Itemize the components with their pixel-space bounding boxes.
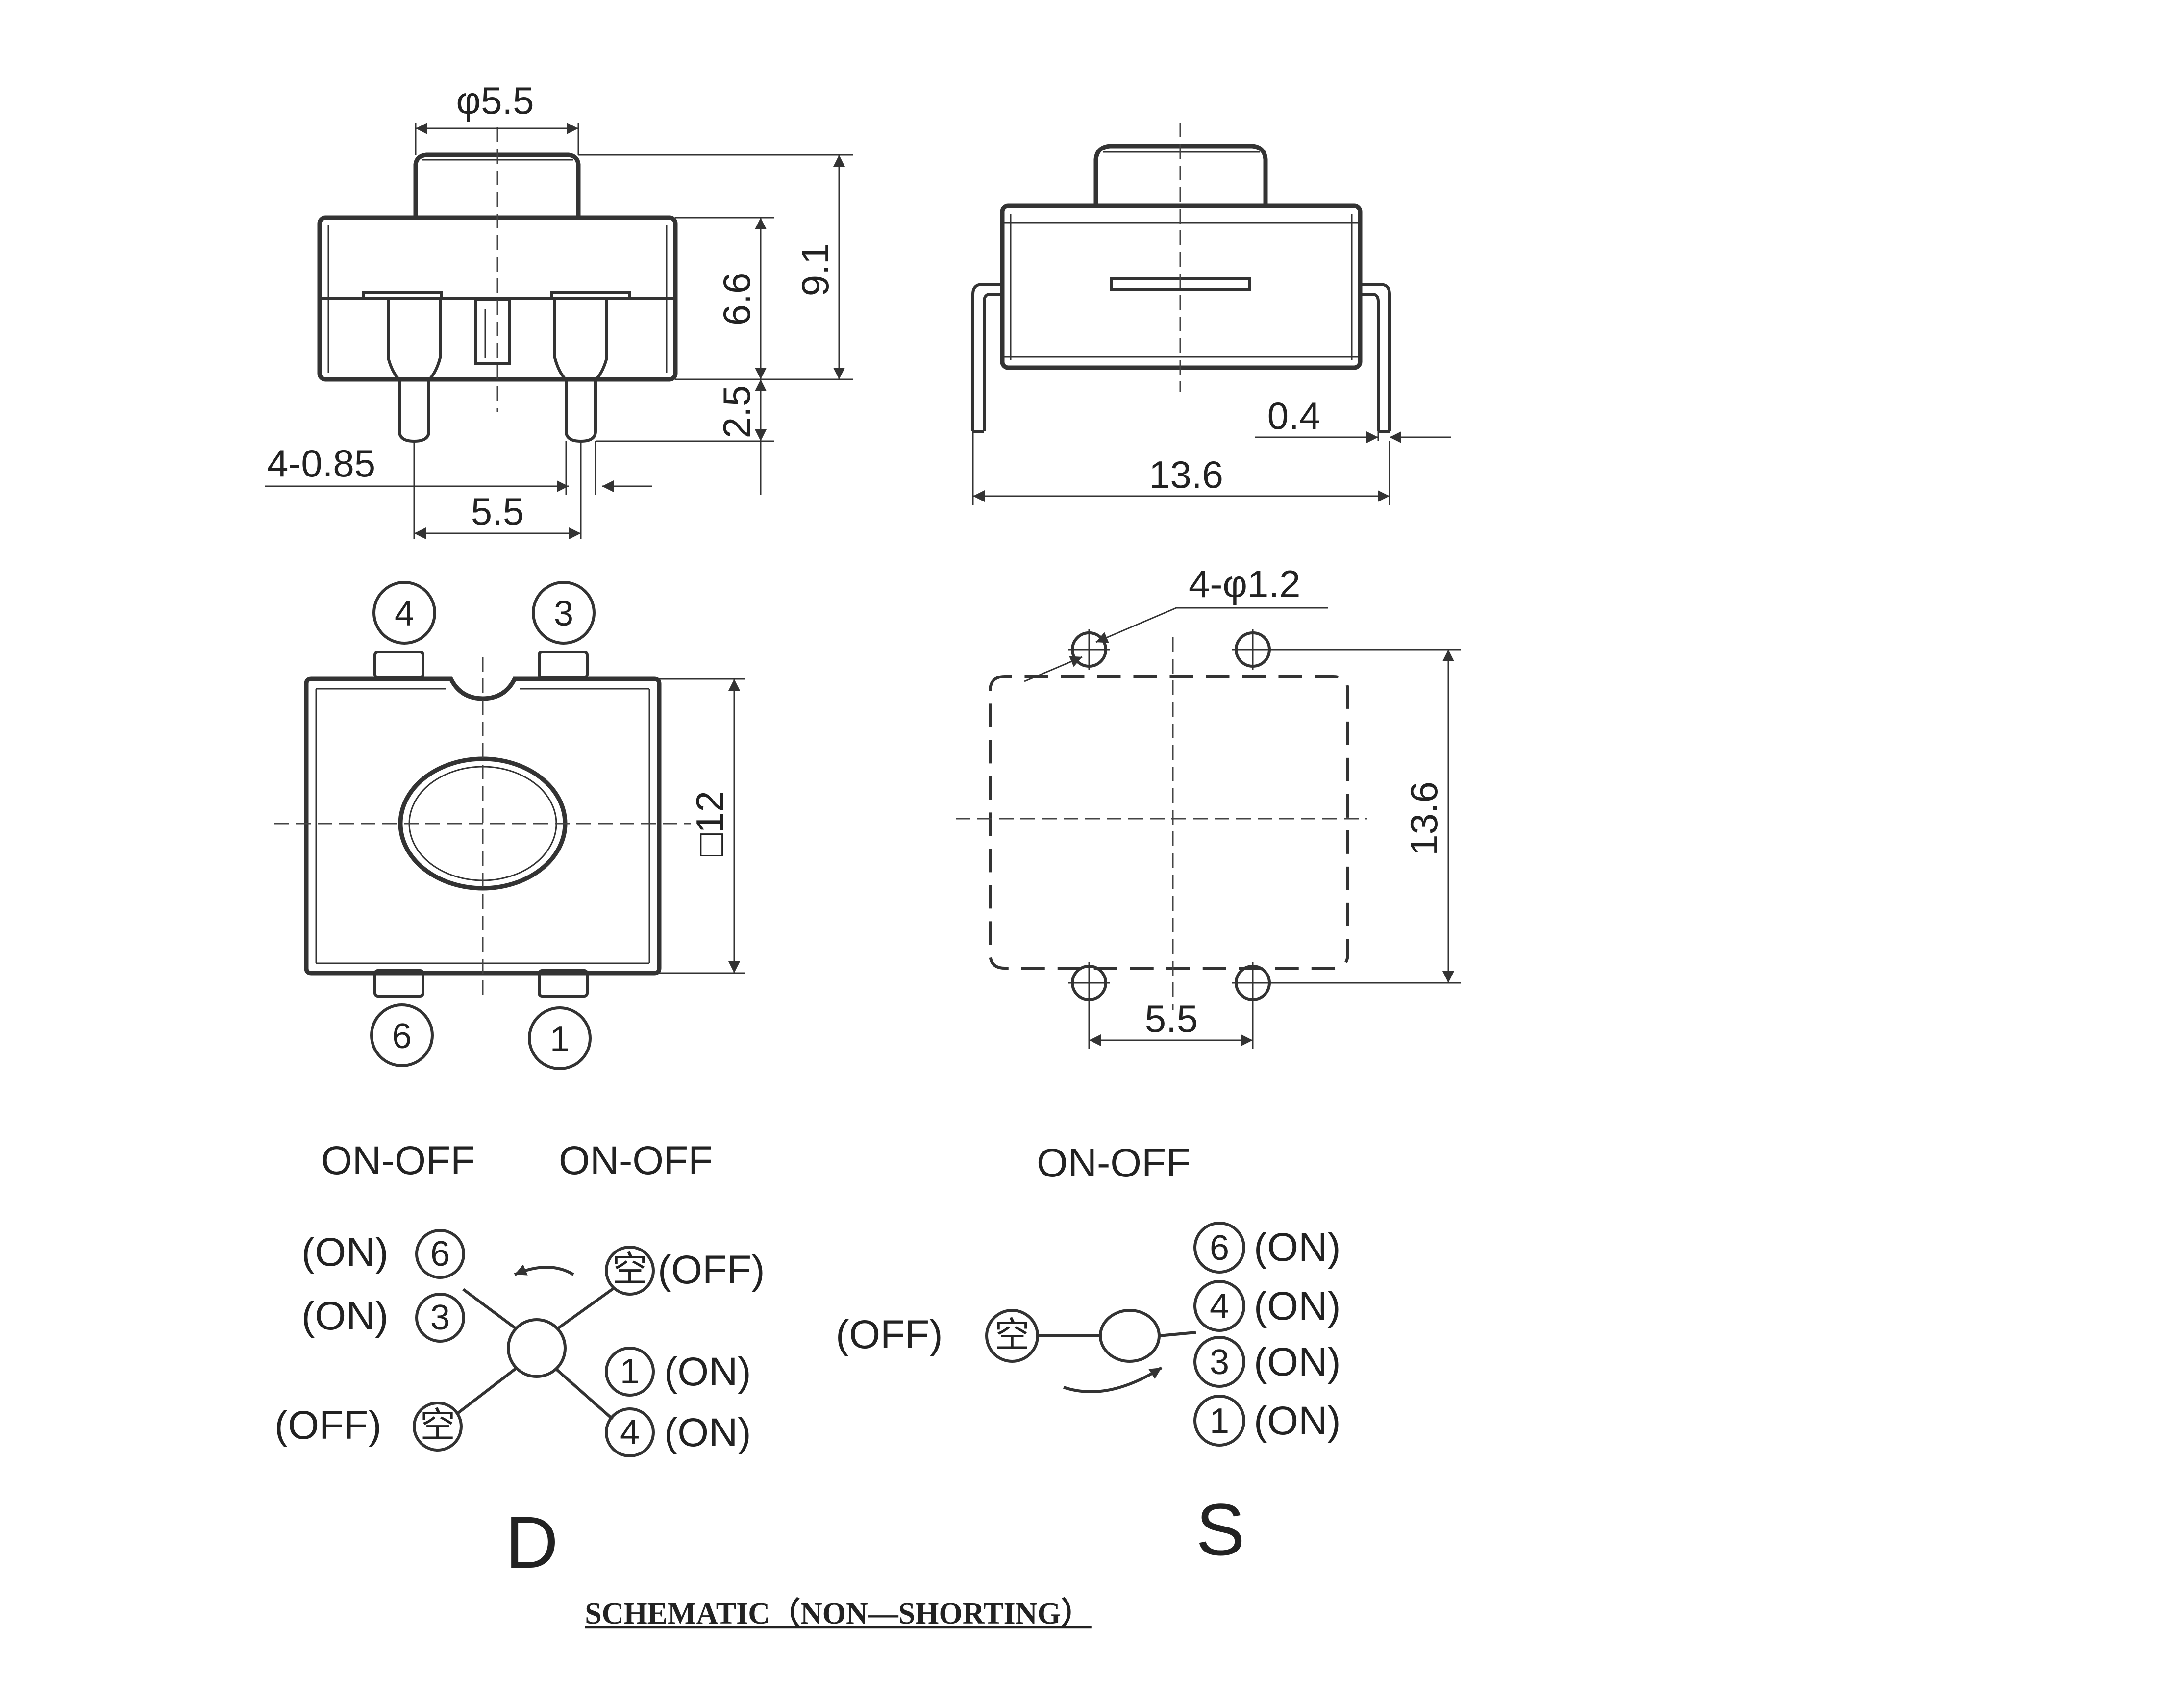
top-tab-3 (538, 651, 589, 679)
schematic-s: (OFF) 空 6 (ON) 4 (ON) 3 (ON) 1 (ON) (836, 1222, 1341, 1447)
svg-text:(OFF): (OFF) (274, 1403, 382, 1448)
footprint-view: 4-φ1.2 13.6 5.5 (956, 562, 1461, 1049)
dim-body-square: □12 (688, 791, 731, 856)
schematic-d-rotor (507, 1318, 567, 1378)
top-tab-1 (538, 969, 589, 998)
front-view: φ5.5 9.1 6.6 2.5 4-0.85 5.5 (265, 79, 853, 539)
pin-label-1: 1 (528, 1006, 592, 1070)
footprint-hole (1232, 962, 1273, 1003)
schematic-d-pin-3: 3 (430, 1298, 450, 1337)
dim-lead-thickness: 0.4 (1267, 394, 1320, 437)
schematic-d-pin-1: 1 (620, 1352, 640, 1391)
svg-text:(ON): (ON) (1254, 1340, 1341, 1384)
dim-pin-length: 2.5 (715, 385, 758, 438)
schematic-d-empty-tr: 空 (612, 1250, 647, 1289)
dim-body-height: 6.6 (715, 273, 758, 325)
schematic-title: SCHEMATIC（NON—SHORTING） (585, 1596, 1092, 1630)
schematic-d: (ON) 6 (ON) 3 (OFF) 空 空 (OFF) 1 (ON) 4 (… (274, 1229, 765, 1457)
front-center-tab (474, 299, 511, 365)
dim-total-height: 9.1 (794, 243, 837, 296)
side-lead-left (971, 283, 1002, 431)
footprint-hole (1068, 629, 1110, 670)
pin-label-3: 3 (532, 581, 596, 645)
pin-label-4: 4 (372, 581, 436, 645)
footprint-hole (1232, 629, 1273, 670)
svg-text:(ON): (ON) (664, 1410, 751, 1455)
dim-footprint-spacing: 5.5 (1145, 997, 1198, 1040)
svg-text:3: 3 (554, 594, 573, 633)
svg-text:(OFF): (OFF) (836, 1312, 943, 1357)
dim-footprint-height: 13.6 (1402, 781, 1445, 856)
caption-d-left: ON-OFF (321, 1138, 475, 1183)
front-pin-left (387, 298, 442, 443)
side-view: 0.4 13.6 (971, 123, 1451, 505)
dim-front-pin-spacing: 5.5 (471, 490, 524, 533)
top-tab-4 (373, 651, 424, 679)
label-d: D (505, 1501, 558, 1583)
footprint-outline (989, 675, 1349, 970)
dim-side-width: 13.6 (1149, 453, 1223, 496)
svg-text:(ON): (ON) (1254, 1225, 1341, 1270)
schematic-s-pin-4: 4 (1210, 1287, 1229, 1326)
svg-text:1: 1 (550, 1020, 570, 1059)
schematic-d-rotation-arrow (514, 1264, 574, 1276)
svg-text:(ON): (ON) (1254, 1399, 1341, 1443)
svg-text:(OFF): (OFF) (658, 1248, 765, 1292)
top-body (304, 676, 662, 976)
svg-text:4: 4 (395, 594, 414, 633)
schematic-s-rotation-arrow (1063, 1366, 1163, 1393)
side-body (1000, 203, 1363, 370)
schematic-s-pin-6: 6 (1210, 1228, 1229, 1268)
top-view: 4 3 6 1 □12 (274, 581, 745, 1070)
svg-text:(ON): (ON) (301, 1294, 389, 1338)
side-lead-right (1360, 283, 1391, 431)
schematic-d-pin-6: 6 (430, 1234, 450, 1274)
dim-pin-width: 4-0.85 (267, 442, 375, 485)
schematic-s-pin-1: 1 (1210, 1402, 1229, 1441)
caption-d-right: ON-OFF (559, 1138, 713, 1183)
schematic-s-pin-3: 3 (1210, 1343, 1229, 1382)
dim-button-diameter: φ5.5 (456, 79, 534, 122)
dim-hole-diameter: 4-φ1.2 (1189, 562, 1300, 605)
top-tab-6 (373, 969, 424, 998)
schematic-s-rotor (1099, 1309, 1161, 1363)
side-button (1093, 144, 1268, 205)
footprint-hole (1068, 962, 1110, 1003)
caption-s: ON-OFF (1037, 1141, 1191, 1185)
svg-text:(ON): (ON) (1254, 1284, 1341, 1328)
svg-text:6: 6 (392, 1017, 412, 1056)
schematic-d-empty-bl: 空 (420, 1406, 455, 1445)
schematic-d-pin-4: 4 (620, 1413, 640, 1452)
pin-label-6: 6 (370, 1003, 434, 1067)
label-s: S (1196, 1488, 1245, 1571)
svg-text:(ON): (ON) (301, 1230, 389, 1275)
schematic-s-empty: 空 (994, 1316, 1030, 1355)
front-pin-right (553, 298, 608, 443)
svg-text:(ON): (ON) (664, 1350, 751, 1394)
